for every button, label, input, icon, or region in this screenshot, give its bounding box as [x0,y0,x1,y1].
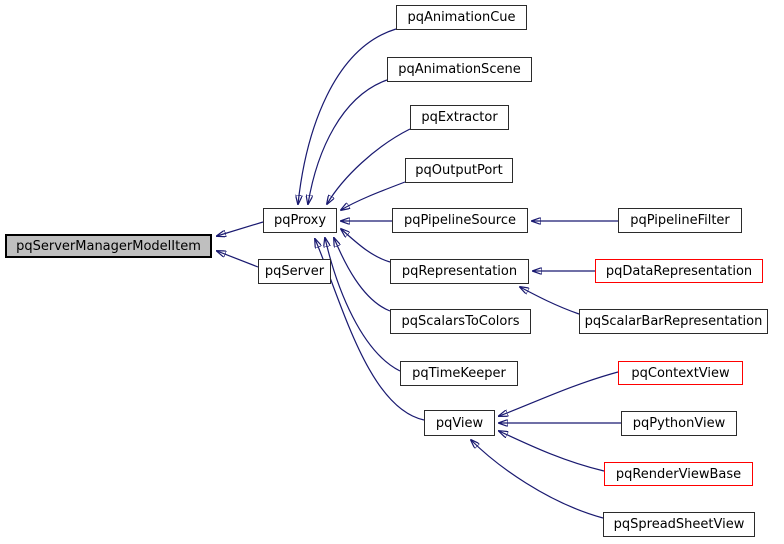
node-pqScalarBarRepresentation[interactable]: pqScalarBarRepresentation [579,309,768,334]
node-pqScalarsToColors[interactable]: pqScalarsToColors [390,309,531,334]
node-pqRenderViewBase[interactable]: pqRenderViewBase [604,462,753,486]
edge-pqRepresentation-to-pqProxy [341,229,391,263]
edge-pqSpreadSheetView-to-pqView [471,440,604,519]
node-pqPythonView[interactable]: pqPythonView [621,411,737,436]
node-pqAnimationScene[interactable]: pqAnimationScene [387,57,532,82]
node-pqServerManagerModelItem: pqServerManagerModelItem [5,234,212,258]
node-pqSpreadSheetView[interactable]: pqSpreadSheetView [603,512,755,537]
node-pqPipelineFilter[interactable]: pqPipelineFilter [618,208,742,233]
edge-pqRenderViewBase-to-pqView [499,431,605,472]
node-pqRepresentation[interactable]: pqRepresentation [390,259,529,284]
edge-pqExtractor-to-pqProxy [327,128,411,204]
node-pqDataRepresentation[interactable]: pqDataRepresentation [595,259,763,283]
edge-pqTimeKeeper-to-pqProxy [325,238,401,372]
node-pqExtractor[interactable]: pqExtractor [410,105,509,130]
edge-pqScalarBarRepresentation-to-pqRepresentation [520,287,580,315]
edge-pqServer-to-pqServerManagerModelItem [217,251,259,268]
edge-pqContextView-to-pqView [499,371,619,416]
node-pqProxy[interactable]: pqProxy [263,208,337,233]
node-pqContextView[interactable]: pqContextView [618,361,743,385]
node-pqTimeKeeper[interactable]: pqTimeKeeper [400,361,518,386]
edge-pqAnimationScene-to-pqProxy [308,79,388,204]
edge-pqScalarsToColors-to-pqProxy [334,238,391,312]
node-pqAnimationCue[interactable]: pqAnimationCue [396,5,527,30]
node-pqPipelineSource[interactable]: pqPipelineSource [392,208,528,233]
node-pqServer[interactable]: pqServer [258,259,331,284]
node-pqOutputPort[interactable]: pqOutputPort [405,158,513,183]
edge-pqProxy-to-pqServerManagerModelItem [217,221,264,236]
edge-pqAnimationCue-to-pqProxy [298,28,397,204]
node-pqView[interactable]: pqView [424,410,495,436]
edge-pqOutputPort-to-pqProxy [341,181,406,210]
